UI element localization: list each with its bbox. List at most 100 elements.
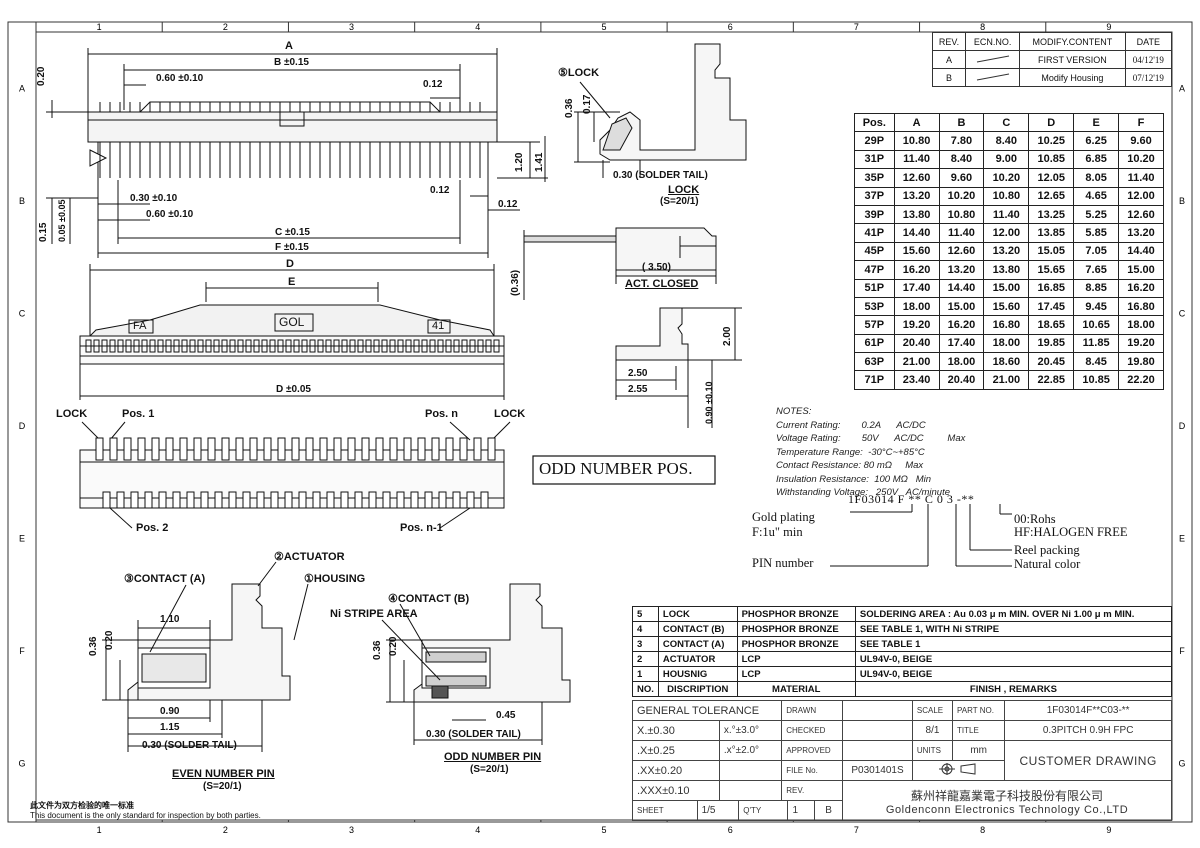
label-odd-pin: ODD NUMBER PIN xyxy=(444,751,542,763)
dim-110: 1.10 xyxy=(160,614,180,625)
dim-036-act: (0.36) xyxy=(510,269,521,296)
housing-side-view xyxy=(615,307,742,428)
file-number: P0301401S xyxy=(842,760,913,781)
contact-bottom xyxy=(116,491,125,509)
contact-top xyxy=(207,437,216,461)
contact-bottom xyxy=(382,491,391,509)
frame-row-label: G xyxy=(1178,759,1185,769)
dim-250: 2.50 xyxy=(628,368,648,379)
contact-bottom xyxy=(298,491,307,509)
dim-012-top: 0.12 xyxy=(423,79,443,90)
pin-slot xyxy=(413,339,420,353)
contact-top xyxy=(347,437,356,461)
dim-060-bottom: 0.60 ±0.10 xyxy=(146,209,194,220)
pin-slot xyxy=(221,339,228,353)
dim-115: 1.15 xyxy=(160,722,180,733)
pin-slot xyxy=(285,339,292,353)
frame-col-label: 7 xyxy=(854,22,859,32)
revision-row: B Modify Housing 07/12'19 xyxy=(931,68,1173,87)
pin-slot xyxy=(469,339,476,353)
company-name-cn: 蘇州祥龍嘉業電子科技股份有限公司 xyxy=(911,789,1104,803)
pin-slot xyxy=(445,339,452,353)
customer-drawing: CUSTOMER DRAWING xyxy=(1004,740,1172,781)
frame-col-label: 4 xyxy=(475,22,480,32)
frame-col-label: 1 xyxy=(97,825,102,835)
pin-slot xyxy=(117,339,124,353)
frame-row-label: E xyxy=(1179,534,1185,544)
pin-slot xyxy=(245,339,252,353)
contact-top xyxy=(305,437,314,461)
pin-slot xyxy=(261,339,268,353)
contact-bottom xyxy=(270,491,279,509)
odd-number-pos-label: ODD NUMBER POS. xyxy=(539,459,693,478)
label-pos1: Pos. 1 xyxy=(122,408,155,420)
pin-slot xyxy=(141,339,148,353)
dim-090-even: 0.90 xyxy=(160,706,180,717)
contact-bottom xyxy=(158,491,167,509)
frame-col-label: 9 xyxy=(1106,825,1111,835)
dim-015: 0.15 xyxy=(38,222,49,242)
even-pin-view xyxy=(102,561,309,752)
pin-slot xyxy=(397,339,404,353)
note-line: Withstanding Voltage: 250V AC/minute xyxy=(776,487,951,498)
pin-slot xyxy=(253,339,260,353)
dim-020-odd: 0.20 xyxy=(388,636,399,656)
note-line: Contact Resistance: 80 mΩ Max xyxy=(776,460,924,471)
odd-pin-view xyxy=(381,583,571,745)
label-solder-tail-odd: 0.30 (SOLDER TAIL) xyxy=(426,729,521,740)
label-gold-spec: F:1u" min xyxy=(752,525,803,539)
dim-036-lock: 0.36 xyxy=(564,98,575,118)
pin-slot xyxy=(389,339,396,353)
contact-top xyxy=(277,437,286,461)
pin-slot xyxy=(485,339,492,353)
pin-slot xyxy=(333,339,340,353)
revision-table: REV. ECN.NO. MODIFY.CONTENT DATE A FIRST… xyxy=(931,32,1173,87)
part-number-leaders xyxy=(830,504,1012,567)
label-pin-number: PIN number xyxy=(752,556,814,570)
dim-f: F ±0.15 xyxy=(275,242,309,253)
dim-255: 2.55 xyxy=(628,384,648,395)
note-line: Temperature Range: -30°C~+85°C xyxy=(776,446,925,458)
label-lock-scale: (S=20/1) xyxy=(660,196,699,207)
dim-a: A xyxy=(285,40,293,52)
contact-bottom xyxy=(228,491,237,509)
contact-bottom xyxy=(144,491,153,509)
part-number-code: 1F03014 F ** C 0 3 -** xyxy=(848,492,975,506)
label-contact-a: ③CONTACT (A) xyxy=(124,573,206,585)
dim-030: 0.30 ±0.10 xyxy=(130,193,178,204)
pin-slot xyxy=(437,339,444,353)
footer-note: 此文件为双方检验的唯一标准 This document is the only … xyxy=(30,801,261,820)
contact-bottom xyxy=(312,491,321,509)
pin-slot xyxy=(237,339,244,353)
pin-slot xyxy=(293,339,300,353)
contact-top xyxy=(459,437,468,461)
pin-slot xyxy=(277,339,284,353)
label-solder-tail-even: 0.30 (SOLDER TAIL) xyxy=(142,740,237,751)
label-lock5: ⑤LOCK xyxy=(558,67,600,79)
contact-bottom xyxy=(480,491,489,509)
lock-side-view xyxy=(574,43,747,178)
pin-slot xyxy=(365,339,372,353)
contact-bottom xyxy=(200,491,209,509)
label-posn: Pos. n xyxy=(425,408,459,420)
title-block: GENERAL TOLERANCE DRAWN SCALE PART NO. 1… xyxy=(631,700,1172,821)
pin-slot xyxy=(453,339,460,353)
dim-200: 2.00 xyxy=(722,326,733,346)
contact-top xyxy=(403,437,412,461)
dim-d: D xyxy=(286,258,294,270)
pin-slot xyxy=(421,339,428,353)
contact-top xyxy=(333,437,342,461)
pin-slot xyxy=(109,339,116,353)
contact-top xyxy=(291,437,300,461)
